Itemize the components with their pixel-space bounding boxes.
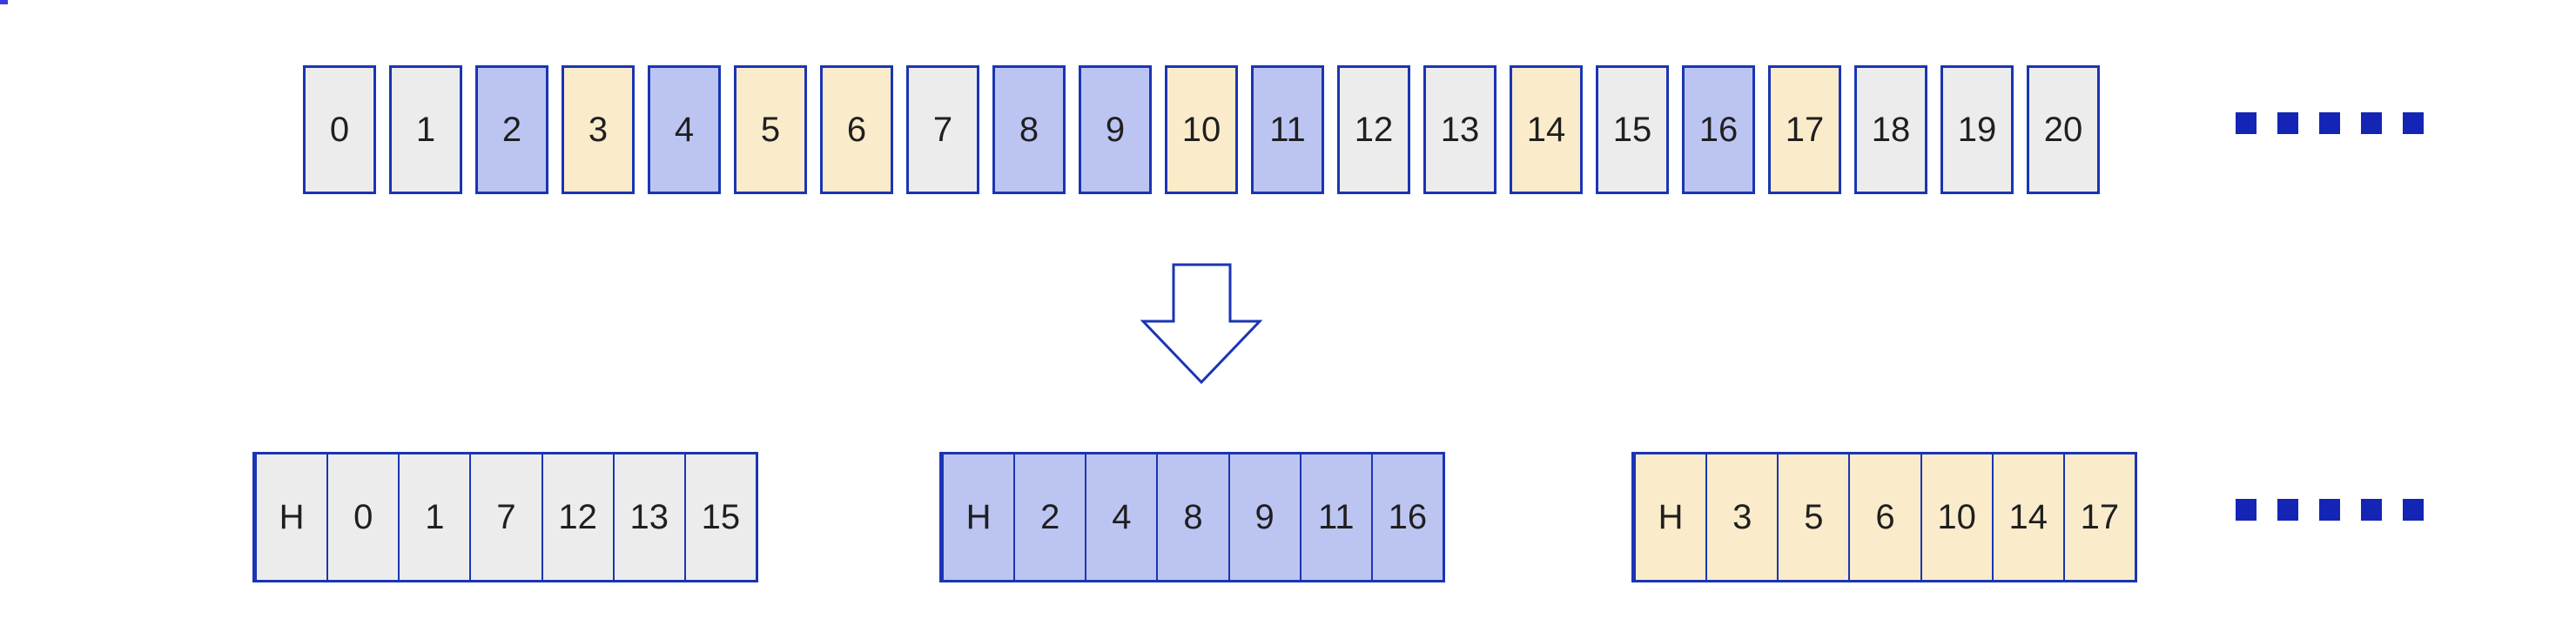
ellipsis-square-icon [2403,112,2424,134]
bucket-cell: H [942,454,1013,580]
array-cell-label: 16 [1698,110,1739,149]
array-cell: 18 [1854,65,1927,194]
array-cell: 19 [1940,65,2014,194]
array-cell: 2 [475,65,548,194]
bucket-cell: 0 [326,454,398,580]
bucket-cell: H [1634,454,1705,580]
array-cell-label: 5 [760,110,781,149]
down-arrow-icon [1140,263,1263,385]
array-cell-label: 7 [932,110,953,149]
ellipsis-square-icon [2361,112,2382,134]
array-cell: 9 [1079,65,1152,194]
array-cell: 17 [1768,65,1841,194]
ellipsis-square-icon [2277,499,2298,521]
ellipsis-top [2236,112,2424,134]
bucket-cell: 13 [612,454,684,580]
array-cell: 0 [303,65,376,194]
bucket-cell: 5 [1777,454,1848,580]
array-cell: 14 [1510,65,1583,194]
array-cell-label: 17 [1785,110,1825,149]
array-cell-label: 20 [2043,110,2083,149]
array-cell: 4 [648,65,721,194]
bucket-cell: 8 [1156,454,1227,580]
array-cell-label: 0 [329,110,350,149]
ellipsis-square-icon [2361,499,2382,521]
array-cell-label: 13 [1440,110,1480,149]
ellipsis-square-icon [2236,112,2257,134]
array-cell: 5 [734,65,807,194]
corner-artifact [0,0,8,4]
bucket-cell: 14 [1991,454,2063,580]
bucket-cell: 1 [398,454,469,580]
bucket-cell: 4 [1085,454,1156,580]
array-cell-label: 15 [1612,110,1652,149]
array-cell-label: 1 [415,110,436,149]
ellipsis-square-icon [2319,112,2340,134]
array-cell: 15 [1596,65,1669,194]
array-cell: 16 [1682,65,1755,194]
bucket-cell: 16 [1370,454,1443,580]
bucket-cell: 2 [1013,454,1085,580]
bucket-cell: 15 [683,454,756,580]
array-cell-label: 11 [1269,110,1306,149]
array-cell-label: 8 [1019,110,1039,149]
array-cell: 8 [992,65,1066,194]
ellipsis-square-icon [2319,499,2340,521]
array-cell: 11 [1251,65,1324,194]
array-cell-label: 3 [588,110,609,149]
array-cell: 20 [2027,65,2100,194]
array-cell-label: 4 [674,110,695,149]
ellipsis-square-icon [2403,499,2424,521]
array-cell: 3 [562,65,635,194]
array-cell: 1 [389,65,462,194]
array-cell-label: 12 [1354,110,1394,149]
ellipsis-bottom [2236,499,2424,521]
bucket-cell: 10 [1920,454,1992,580]
array-cell: 13 [1423,65,1497,194]
bucket-cell: 9 [1227,454,1300,580]
bucket-cell: 11 [1299,454,1371,580]
bucket-cell: 6 [1848,454,1920,580]
bucket-cell: 12 [541,454,613,580]
array-cell-label: 18 [1871,110,1911,149]
bucket-cell: 7 [469,454,541,580]
array-cell: 6 [820,65,893,194]
array-cell-label: 9 [1105,110,1126,149]
ellipsis-square-icon [2236,499,2257,521]
array-cell: 12 [1337,65,1410,194]
ellipsis-square-icon [2277,112,2298,134]
array-cell-label: 19 [1957,110,1997,149]
array-cell-label: 14 [1526,110,1566,149]
array-cell-label: 2 [501,110,522,149]
array-cell-label: 6 [846,110,867,149]
bucket-cell: 3 [1705,454,1777,580]
bucket-cell: H [255,454,326,580]
array-cell: 10 [1165,65,1238,194]
bucket-cell: 17 [2062,454,2135,580]
array-cell: 7 [906,65,979,194]
source-array: 0 1 2 3 4 5 6 7 8 9 10 11 [303,65,2100,194]
array-cell-label: 10 [1181,110,1221,149]
